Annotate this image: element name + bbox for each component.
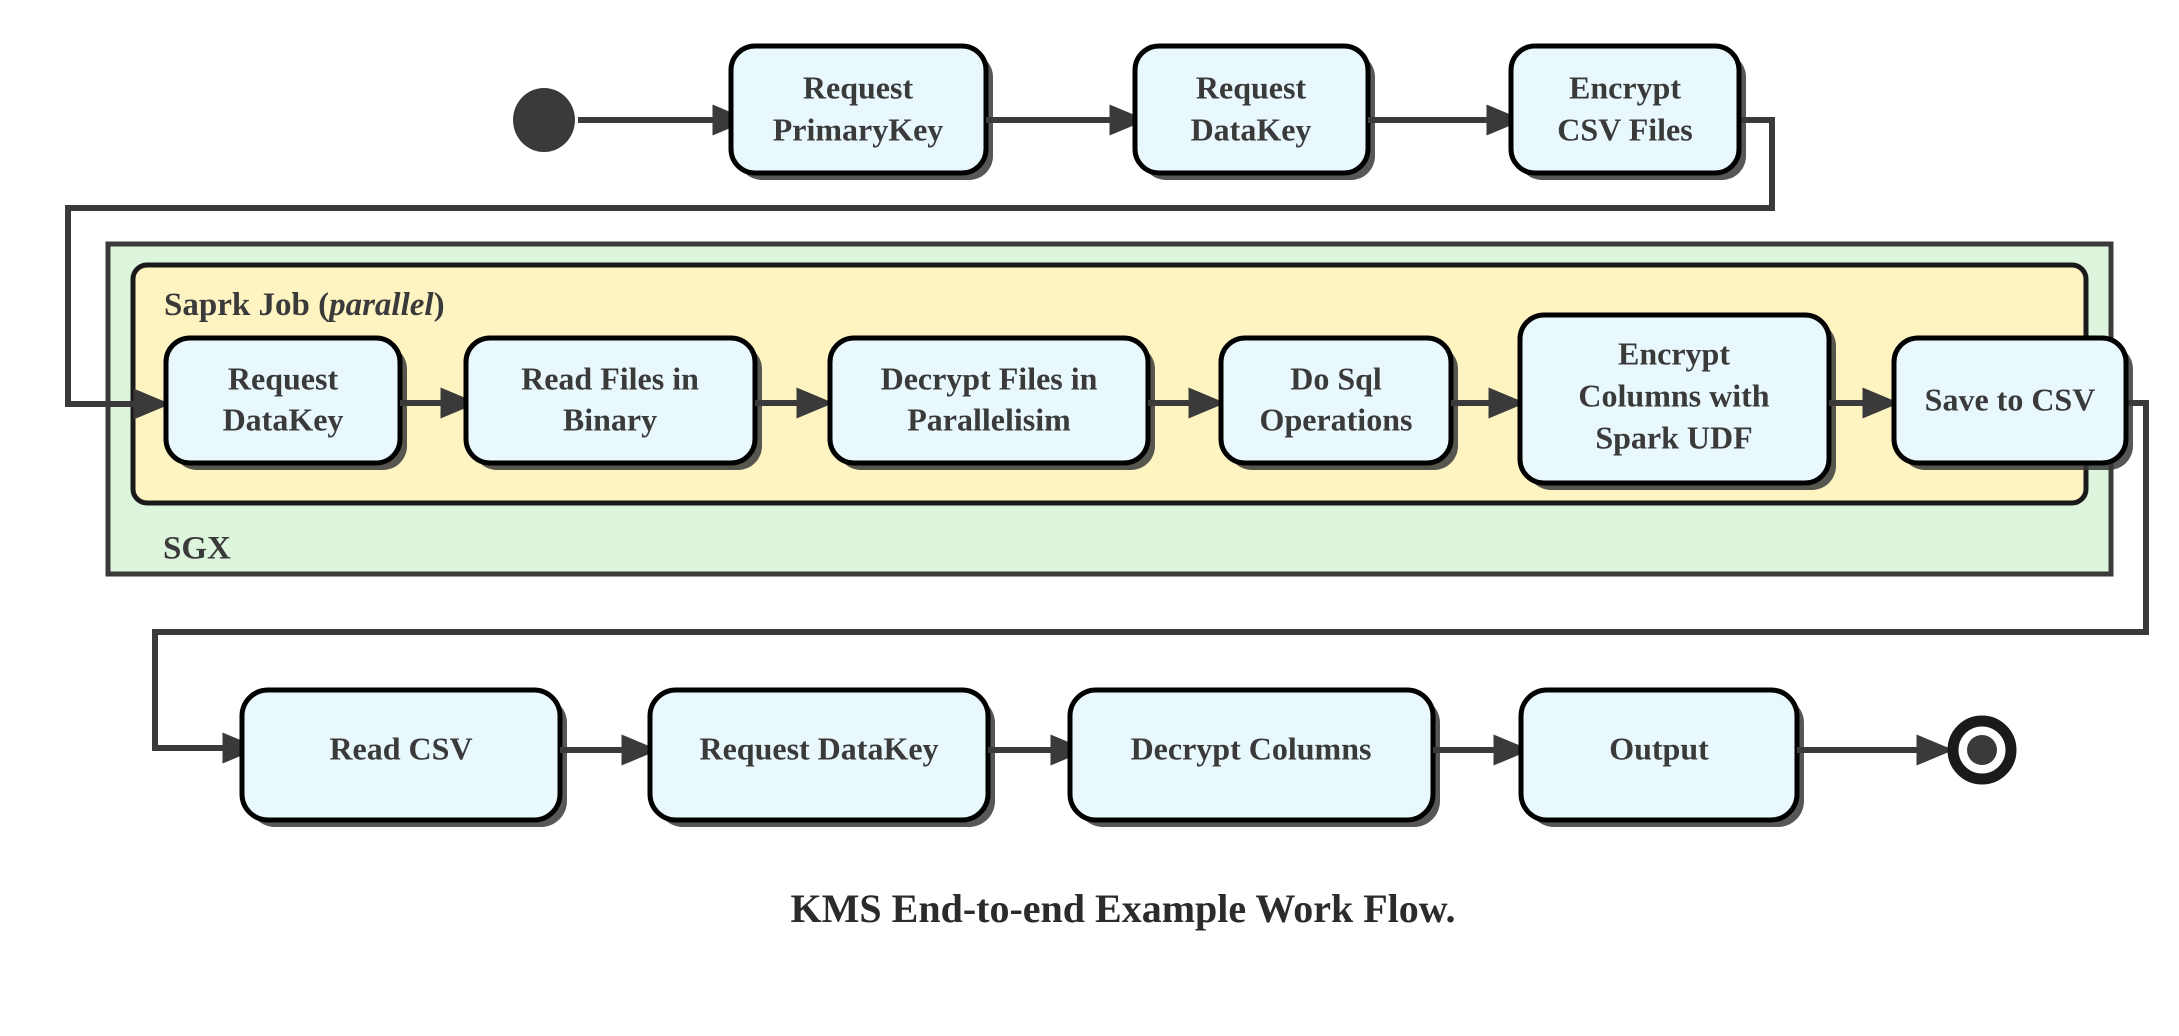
node-encrypt-columns-with-spark-udf-label-3: Spark UDF	[1595, 419, 1752, 455]
panel-spark-job-label-main: Saprk Job	[164, 287, 318, 323]
panel-spark-job-paren-close: )	[434, 287, 445, 323]
node-request-datakey-top-label-2: DataKey	[1191, 111, 1312, 147]
edge-encrypt-csv-to-spark	[65, 117, 1775, 420]
node-decrypt-columns-label: Decrypt Columns	[1131, 730, 1372, 766]
node-request-datakey-top	[1132, 43, 1371, 176]
node-request-primarykey-label: Request	[803, 69, 914, 105]
node-do-sql-operations-label-2: Operations	[1260, 401, 1413, 437]
diagram-caption: KMS End-to-end Example Work Flow.	[791, 886, 1456, 931]
node-decrypt-columns	[1067, 687, 1436, 823]
node-decrypt-files-in-parallelisim-label: Decrypt Files in	[881, 360, 1098, 396]
panel-spark-job-label-italic: parallel	[326, 287, 434, 323]
panel-spark-job-paren-open: (	[318, 287, 329, 323]
node-encrypt-csv-files-label-2: CSV Files	[1557, 111, 1692, 147]
node-request-primarykey-label-2: PrimaryKey	[773, 111, 944, 147]
start-node	[513, 88, 575, 152]
node-read-csv	[239, 687, 563, 823]
node-encrypt-csv-files	[1508, 43, 1742, 176]
node-request-datakey-spark-label: Request	[228, 360, 339, 396]
node-output-label: Output	[1609, 730, 1709, 766]
node-decrypt-files-in-parallelisim-label-2: Parallelisim	[907, 401, 1071, 437]
node-request-datakey-bottom	[647, 687, 991, 823]
node-read-csv-label: Read CSV	[329, 730, 472, 766]
node-encrypt-csv-files-label: Encrypt	[1569, 69, 1681, 105]
panel-sgx-label: SGX	[163, 531, 231, 567]
node-encrypt-columns-with-spark-udf-label-2: Columns with	[1578, 377, 1769, 413]
node-output	[1518, 687, 1800, 823]
node-request-datakey-top-label: Request	[1196, 69, 1307, 105]
node-read-files-in-binary-label-2: Binary	[563, 401, 657, 437]
node-save-to-csv	[1891, 335, 2129, 466]
node-do-sql-operations-label: Do Sql	[1290, 360, 1382, 396]
edge-save-csv-to-read-csv	[152, 400, 2149, 764]
node-request-primarykey	[728, 43, 989, 176]
end-node-dot	[1967, 735, 1997, 765]
node-encrypt-columns-with-spark-udf	[1517, 312, 1832, 486]
end-node-ring	[1947, 715, 2017, 785]
node-save-to-csv-label: Save to CSV	[1925, 381, 2096, 417]
node-encrypt-columns-with-spark-udf-label: Encrypt	[1618, 335, 1730, 371]
panel-spark-job-label: Saprk Job (parallel)	[164, 287, 445, 323]
node-request-datakey-bottom-label: Request DataKey	[699, 730, 938, 766]
node-request-datakey-spark-label-2: DataKey	[223, 401, 344, 437]
node-read-files-in-binary-label: Read Files in	[521, 360, 699, 396]
